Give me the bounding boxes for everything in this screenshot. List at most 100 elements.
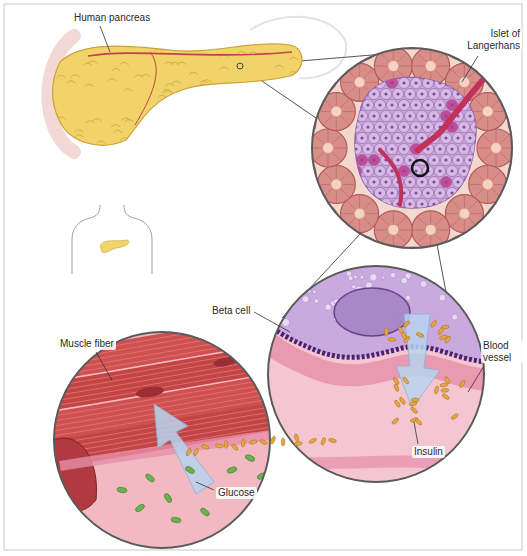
islet-cell	[458, 165, 469, 176]
islet-cell	[380, 110, 391, 121]
acinus-cell	[435, 70, 443, 78]
lobule	[167, 129, 176, 132]
islet-cell	[374, 165, 385, 176]
islet-cell	[458, 187, 469, 198]
acinus-cell	[464, 196, 465, 208]
islet-cell	[380, 198, 391, 209]
acinus-cell	[364, 218, 372, 226]
cell-nucleus	[372, 70, 375, 73]
acinus-cell	[470, 254, 482, 255]
cell-nucleus	[366, 191, 369, 194]
vesicle	[466, 295, 473, 302]
acinus-cell	[319, 81, 320, 93]
acinus-cell	[463, 260, 464, 272]
cell-nucleus	[432, 92, 435, 95]
acinus-cell	[296, 128, 297, 140]
acinus-lumen	[355, 209, 365, 219]
acinus-cell	[359, 196, 360, 208]
acinus-cell	[514, 178, 522, 186]
islet-cell	[410, 99, 421, 110]
acinus-cell	[342, 213, 354, 214]
leader-lines	[96, 26, 484, 490]
vesicle	[302, 296, 309, 303]
islet-cell	[410, 121, 421, 132]
cell-nucleus	[474, 147, 477, 150]
acinus-cell	[483, 135, 491, 143]
part-label: Human pancreas	[72, 12, 152, 24]
islet-cell	[446, 165, 457, 176]
lobule	[170, 62, 179, 65]
insulin-granule	[193, 448, 200, 457]
acinus-cell	[435, 234, 443, 242]
acinus-cell	[360, 24, 361, 36]
cell-nucleus	[396, 158, 399, 161]
muscle-content	[40, 316, 290, 523]
acinus-cell	[375, 229, 387, 230]
acinus-cell	[284, 179, 292, 187]
cell-nucleus	[444, 70, 447, 73]
insulin-granule	[308, 437, 317, 444]
lobule	[111, 69, 120, 72]
acinus-cell	[492, 116, 500, 124]
cell-nucleus	[420, 114, 423, 117]
lobule	[223, 115, 232, 118]
cell-nucleus	[420, 70, 423, 73]
acinus-cell	[324, 79, 332, 87]
islet-cell	[440, 176, 451, 187]
islet-cell	[410, 187, 421, 198]
acinus-cell	[463, 236, 464, 248]
acinus-cell	[334, 148, 346, 149]
islet-cell	[386, 99, 397, 110]
cell-nucleus	[408, 202, 411, 205]
vesicle	[424, 271, 428, 275]
islet-cell	[356, 132, 367, 143]
acinus-cell	[510, 74, 522, 75]
cell-nucleus	[474, 103, 477, 106]
acinus-cell	[393, 30, 405, 31]
lobule	[241, 106, 250, 109]
cell-nucleus	[414, 191, 417, 194]
acinus	[278, 156, 316, 194]
acinus-lumen	[331, 107, 341, 117]
lobule	[120, 62, 129, 65]
cell-nucleus	[360, 158, 363, 161]
acinus-cell	[399, 229, 411, 230]
acinus-cell	[475, 189, 483, 197]
acinus-cell	[284, 126, 292, 134]
islet-cell	[428, 88, 439, 99]
acinus-cell	[315, 152, 323, 160]
leader-line	[100, 26, 110, 52]
insulin-granule	[430, 320, 438, 329]
insulin-granule	[388, 338, 396, 342]
cell-nucleus	[420, 180, 423, 183]
islet-cell	[416, 88, 427, 99]
insulin-granule	[224, 440, 228, 448]
insulin-granule	[185, 448, 192, 457]
islet-cell	[410, 77, 421, 88]
lobule	[228, 111, 237, 114]
cell-nucleus	[456, 92, 459, 95]
vesicle	[475, 323, 479, 327]
cell-nucleus	[384, 70, 387, 73]
acinus-cell	[307, 62, 315, 70]
insulin-granule	[281, 438, 285, 446]
lobule	[121, 118, 130, 121]
islet-cell	[368, 88, 379, 99]
leader-line	[96, 352, 112, 380]
acinus-cell	[526, 127, 527, 139]
glucose-molecule	[226, 466, 237, 474]
acinus-cell	[416, 17, 424, 25]
cell-nucleus	[390, 147, 393, 150]
acinus-cell	[342, 82, 354, 83]
cell-nucleus	[444, 158, 447, 161]
islet-cell	[428, 154, 439, 165]
lobule	[97, 141, 106, 144]
leader-line	[254, 312, 290, 332]
cell-nucleus	[396, 136, 399, 139]
cell-nucleus	[384, 202, 387, 205]
acinus-cell	[279, 174, 291, 175]
acinus-lumen	[388, 61, 398, 71]
acinus-cell	[301, 110, 309, 118]
acinus-cell	[366, 82, 378, 83]
acinus-lumen	[355, 77, 365, 87]
